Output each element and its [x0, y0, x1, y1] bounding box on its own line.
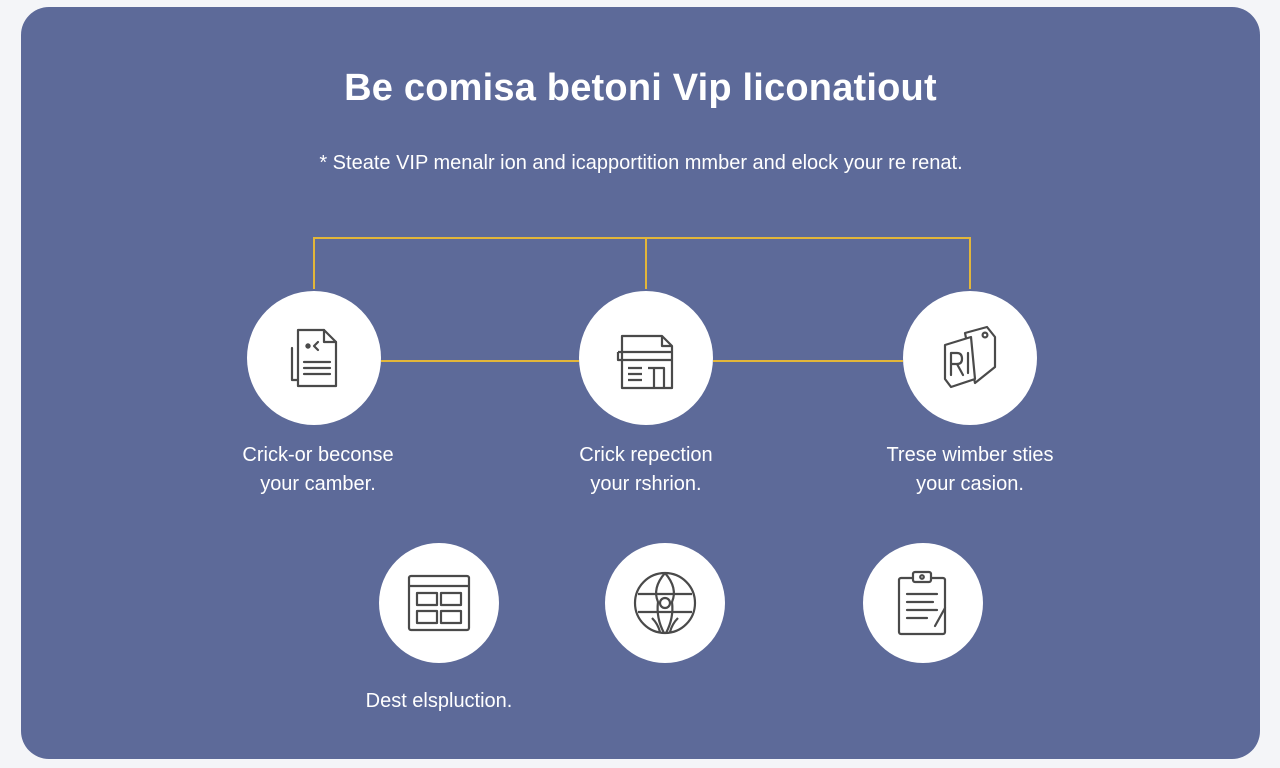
building-icon	[616, 334, 674, 390]
step-1-node[interactable]	[247, 291, 381, 425]
item-1-node[interactable]	[379, 543, 499, 663]
connector-lines	[313, 237, 971, 362]
item-1-label: Dest elspluction.	[365, 690, 513, 712]
step-3-node[interactable]	[903, 291, 1037, 425]
document-code-icon	[290, 328, 338, 388]
diagram-card: Be comisa betoni Vip liconatiout * Steat…	[21, 7, 1260, 759]
page-title: Be comisa betoni Vip liconatiout	[344, 67, 937, 109]
item-2-node[interactable]	[605, 543, 725, 663]
step-2-label: Crick repection your rshrion.	[579, 444, 713, 495]
ri-badge-icon	[943, 325, 997, 389]
step-2-node[interactable]	[579, 291, 713, 425]
page-subtitle: * Steate VIP menalr ion and icapportitio…	[319, 152, 963, 174]
connector-top-bar	[313, 237, 971, 289]
grid-window-icon	[407, 574, 471, 632]
clipboard-icon	[897, 570, 947, 636]
item-3-node[interactable]	[863, 543, 983, 663]
step-1-label: Crick-or beconse your camber.	[242, 444, 394, 495]
step-3-label: Trese wimber sties your casion.	[886, 444, 1054, 495]
globe-icon	[633, 571, 697, 635]
